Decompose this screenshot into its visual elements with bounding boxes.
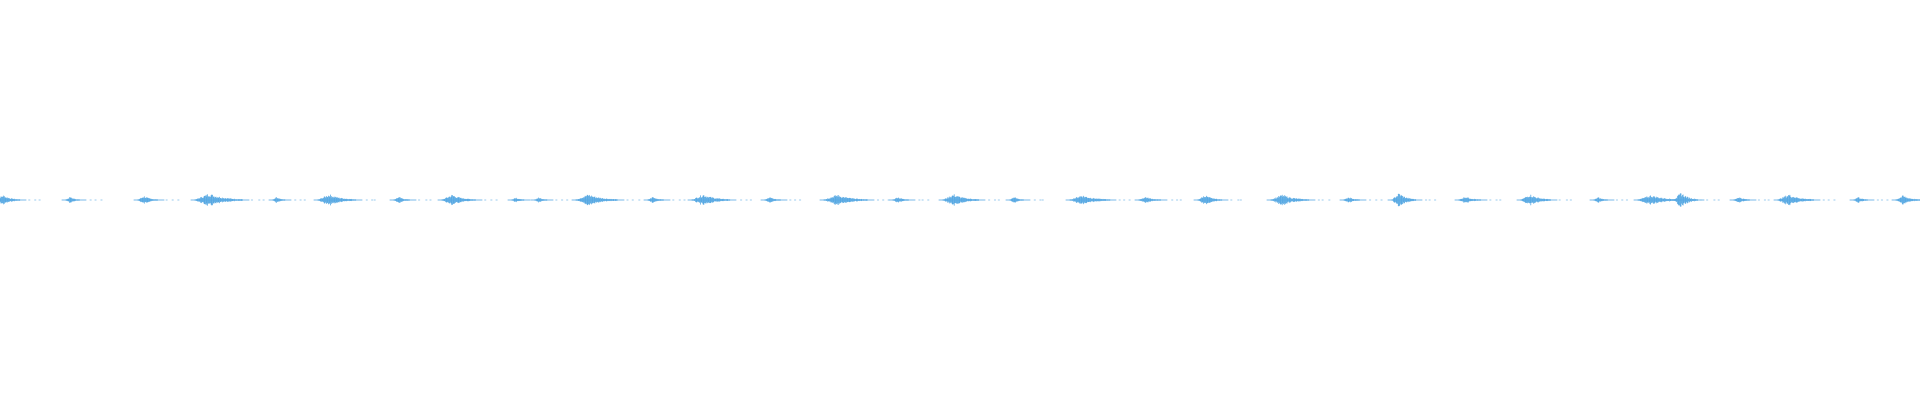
waveform-burst xyxy=(389,197,432,203)
waveform-burst xyxy=(190,194,265,206)
waveform-burst xyxy=(1005,197,1044,203)
waveform-burst xyxy=(1065,195,1131,205)
waveform-burst xyxy=(1516,194,1572,206)
waveform-burst xyxy=(1387,193,1437,207)
waveform-burst xyxy=(1669,193,1720,207)
waveform-burst xyxy=(819,195,890,205)
waveform-burst xyxy=(643,197,686,203)
waveform-burst xyxy=(1454,197,1502,203)
waveform-burst xyxy=(1134,197,1182,203)
waveform-burst xyxy=(1729,197,1770,203)
waveform-burst xyxy=(1339,197,1383,203)
waveform-burst xyxy=(268,197,306,203)
waveform-burst xyxy=(437,194,498,206)
waveform-burst xyxy=(133,196,180,204)
waveform-burst xyxy=(1891,195,1920,205)
waveform-burst xyxy=(1589,197,1629,203)
waveform-burst xyxy=(1849,197,1889,203)
waveform-burst xyxy=(571,194,641,206)
waveform-burst xyxy=(61,197,103,203)
waveform-burst xyxy=(1773,194,1836,206)
waveform-burst xyxy=(530,197,569,203)
waveform-burst xyxy=(760,197,802,203)
waveform-burst xyxy=(938,194,1000,206)
waveform-burst xyxy=(313,194,376,206)
waveform-burst xyxy=(888,197,930,203)
waveform-burst xyxy=(1266,194,1331,206)
waveform-burst xyxy=(0,195,41,205)
waveform-burst xyxy=(1193,195,1242,205)
waveform-burst xyxy=(687,195,752,205)
waveform-bursts xyxy=(0,193,1920,207)
